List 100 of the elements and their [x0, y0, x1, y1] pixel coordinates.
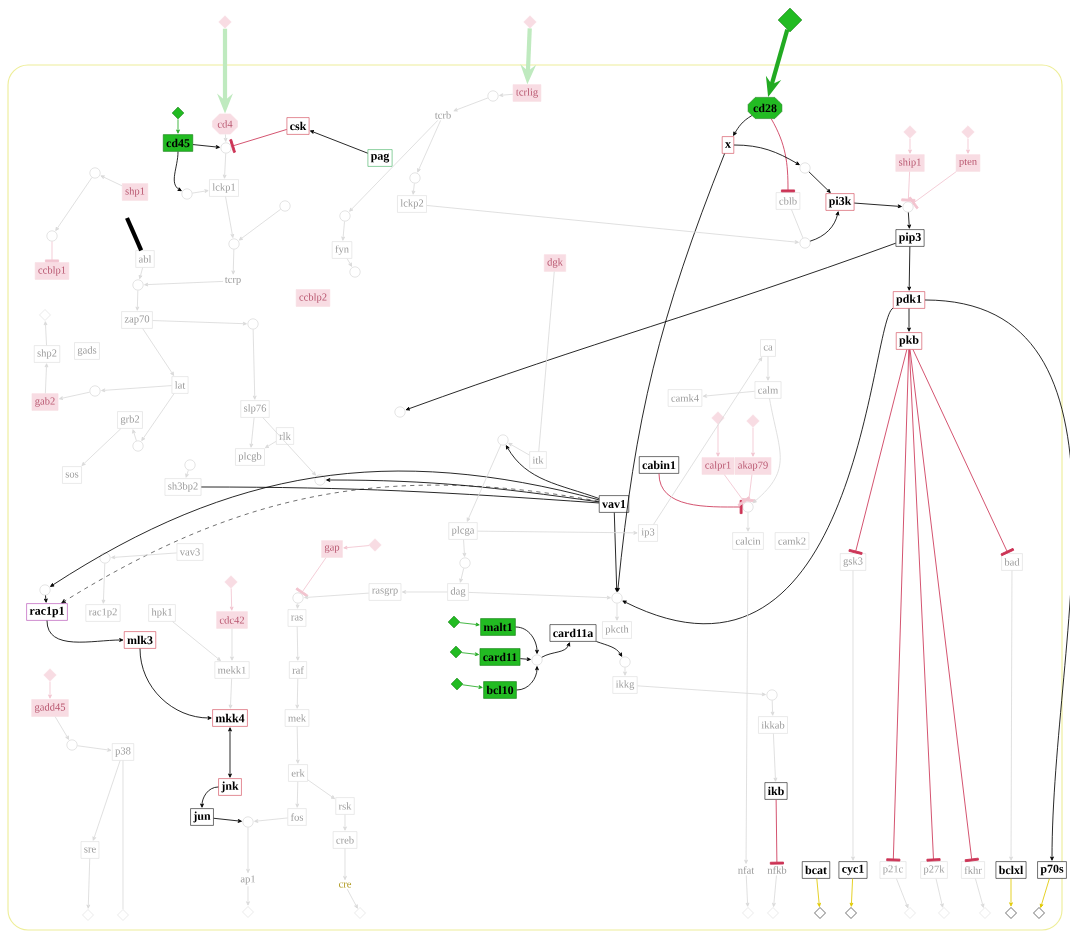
arrow: [924, 299, 1070, 861]
arrow: [228, 678, 233, 709]
protein-box: slp76: [240, 400, 270, 418]
arrow: [349, 119, 439, 212]
input-diamond: [746, 414, 760, 428]
arrow: [849, 878, 854, 907]
protein-box: dag: [447, 583, 469, 601]
connector-line: [200, 486, 600, 504]
protein-box: plcga: [448, 522, 478, 540]
arrow: [733, 115, 753, 136]
arrow: [101, 385, 173, 393]
protein-box: fos: [287, 808, 307, 826]
protein-box: sre: [80, 841, 100, 859]
arrow: [43, 321, 48, 346]
arrow: [295, 781, 300, 808]
input-diamond: [450, 677, 464, 691]
arrow: [58, 391, 91, 400]
connector-line: [125, 217, 144, 252]
input-diamond: [218, 15, 232, 29]
inhibition-line: [770, 118, 796, 193]
protein-box: jnk: [218, 778, 242, 796]
arrow: [54, 716, 70, 740]
arrow: [223, 134, 228, 142]
protein-box: x: [721, 136, 735, 154]
inhibition-line: [908, 171, 957, 210]
inhibition-line: [886, 349, 910, 862]
protein-box: bclxl: [995, 861, 1027, 879]
inhibition-line: [295, 557, 327, 598]
inhibition-line: [741, 474, 756, 503]
arrow: [346, 258, 353, 267]
protein-box: cdc42: [216, 611, 248, 629]
input-diamond: [224, 575, 238, 589]
protein-box: erk: [288, 764, 308, 782]
input-diamond: [368, 538, 382, 552]
arrow: [46, 620, 124, 643]
protein-box: creb: [332, 831, 358, 849]
protein-box: bcat: [801, 861, 831, 879]
protein-box: malt1: [480, 618, 516, 636]
arrow: [808, 171, 831, 193]
arrow: [426, 205, 799, 244]
inhibition-line: [45, 241, 60, 263]
arrow: [462, 684, 483, 689]
protein-box: ikkg: [612, 676, 638, 694]
arrow: [141, 393, 175, 442]
arrow: [461, 652, 480, 657]
protein-box: ccblp1: [34, 262, 70, 280]
arrow: [477, 530, 638, 535]
arrow: [907, 308, 911, 332]
arrow: [896, 878, 909, 909]
arrow: [111, 552, 178, 560]
protein-box: rasgrp: [368, 583, 402, 601]
protein-box: dgk: [544, 254, 566, 272]
input-diamond: [171, 106, 185, 120]
arrow: [907, 246, 912, 291]
protein-box: pkb: [895, 332, 923, 350]
protein-box: bad: [1001, 553, 1023, 571]
output-diamond: [742, 907, 754, 919]
protein-box: lckp2: [397, 195, 427, 213]
protein-box: gadd45: [31, 699, 69, 717]
arrow: [637, 685, 766, 697]
protein-box: ship1: [895, 154, 925, 172]
arrow: [809, 211, 840, 242]
arrow: [702, 390, 756, 398]
arrow: [744, 549, 749, 864]
protein-box: rac1p2: [85, 604, 121, 622]
protein-box: cyc1: [838, 861, 868, 879]
protein-box: grb2: [117, 411, 143, 429]
receptor-hexagon: cd4: [212, 113, 238, 135]
protein-box: rsk: [335, 797, 355, 815]
protein-box: mek: [284, 709, 310, 727]
protein-box: gab2: [31, 393, 59, 411]
arrow: [172, 621, 221, 662]
protein-box: card11a: [549, 624, 597, 642]
arrow: [262, 417, 316, 476]
protein-box: p70s: [1037, 861, 1067, 879]
protein-box: ccblp2: [295, 289, 331, 307]
arrow: [238, 208, 282, 241]
protein-box: akap79: [734, 457, 772, 475]
input-diamond: [961, 125, 975, 139]
protein-box: lat: [171, 376, 189, 394]
protein-label: tcrp: [223, 275, 243, 287]
output-diamond: [767, 907, 779, 919]
arrow: [295, 626, 300, 661]
arrow: [745, 875, 750, 907]
protein-box: pip3: [895, 229, 925, 247]
input-diamond: [777, 7, 803, 33]
arrow: [252, 329, 257, 400]
protein-box: pten: [955, 154, 981, 172]
arrow: [343, 545, 370, 550]
protein-box: shp2: [33, 345, 61, 363]
protein-box: pkcth: [602, 621, 632, 639]
protein-box: p27k: [920, 861, 948, 879]
output-diamond: [938, 907, 950, 919]
arrow: [773, 733, 778, 782]
protein-box: calcin: [732, 532, 764, 550]
protein-box: ip3: [638, 524, 658, 542]
arrow: [50, 470, 600, 587]
arrow: [508, 442, 530, 456]
output-diamond: [1033, 907, 1045, 919]
arrow: [264, 440, 277, 449]
